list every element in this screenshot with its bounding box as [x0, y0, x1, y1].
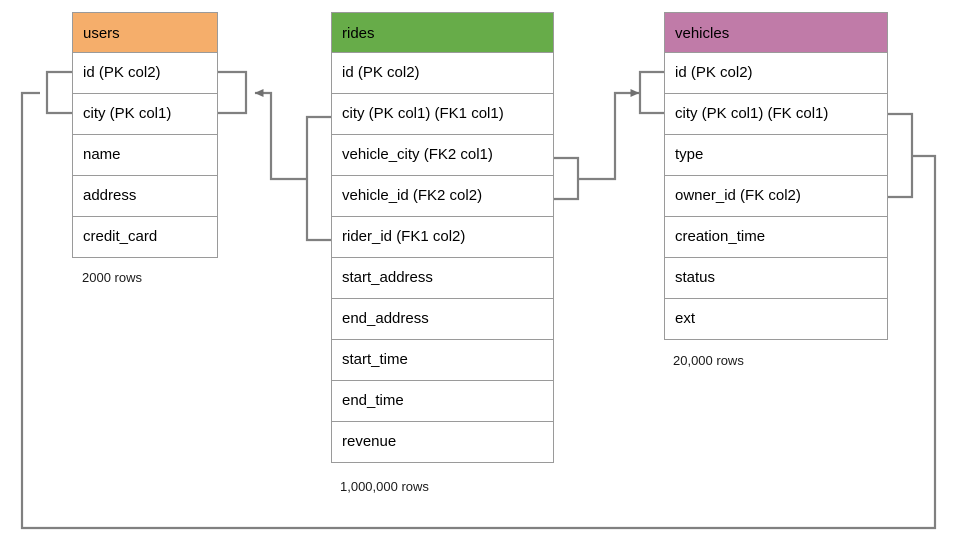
table-users-column-address[interactable]: address: [72, 176, 218, 217]
edge-vehicles-to-users: [888, 112, 914, 199]
table-vehicles-column-city[interactable]: city (PK col1) (FK col1): [664, 94, 888, 135]
table-vehicles-row-count: 20,000 rows: [673, 353, 744, 368]
table-users-row-count: 2000 rows: [82, 270, 142, 285]
table-vehicles[interactable]: vehicles id (PK col2) city (PK col1) (FK…: [664, 12, 888, 340]
table-vehicles-column-type[interactable]: type: [664, 135, 888, 176]
table-rides-column-revenue[interactable]: revenue: [331, 422, 554, 463]
table-users-header: users: [72, 12, 218, 53]
edge-rides-to-vehicles: [554, 156, 580, 201]
edge-vehicles-left-bracket: [638, 70, 664, 115]
edge-rides-to-users-link: [254, 89, 307, 181]
table-users-column-credit-card[interactable]: credit_card: [72, 217, 218, 258]
table-users-column-name[interactable]: name: [72, 135, 218, 176]
edge-rides-to-users: [305, 115, 331, 242]
table-rides-column-vehicle-city[interactable]: vehicle_city (FK2 col1): [331, 135, 554, 176]
table-vehicles-column-id[interactable]: id (PK col2): [664, 53, 888, 94]
table-rides-column-rider-id[interactable]: rider_id (FK1 col2): [331, 217, 554, 258]
table-vehicles-column-status[interactable]: status: [664, 258, 888, 299]
table-rides-column-vehicle-id[interactable]: vehicle_id (FK2 col2): [331, 176, 554, 217]
edge-users-right-bracket: [218, 70, 248, 115]
table-rides-column-end-time[interactable]: end_time: [331, 381, 554, 422]
table-rides-row-count: 1,000,000 rows: [340, 479, 429, 494]
table-rides-column-id[interactable]: id (PK col2): [331, 53, 554, 94]
table-vehicles-column-ext[interactable]: ext: [664, 299, 888, 340]
table-vehicles-column-owner-id[interactable]: owner_id (FK col2): [664, 176, 888, 217]
table-rides[interactable]: rides id (PK col2) city (PK col1) (FK1 c…: [331, 12, 554, 463]
table-vehicles-header: vehicles: [664, 12, 888, 53]
table-users-column-city[interactable]: city (PK col1): [72, 94, 218, 135]
edge-users-left-bracket: [45, 70, 72, 115]
table-rides-column-start-address[interactable]: start_address: [331, 258, 554, 299]
table-rides-header: rides: [331, 12, 554, 53]
table-users[interactable]: users id (PK col2) city (PK col1) name a…: [72, 12, 218, 258]
table-users-column-id[interactable]: id (PK col2): [72, 53, 218, 94]
edge-rides-to-vehicles-link: [578, 89, 640, 181]
table-rides-column-city[interactable]: city (PK col1) (FK1 col1): [331, 94, 554, 135]
table-rides-column-start-time[interactable]: start_time: [331, 340, 554, 381]
table-vehicles-column-creation-time[interactable]: creation_time: [664, 217, 888, 258]
table-rides-column-end-address[interactable]: end_address: [331, 299, 554, 340]
